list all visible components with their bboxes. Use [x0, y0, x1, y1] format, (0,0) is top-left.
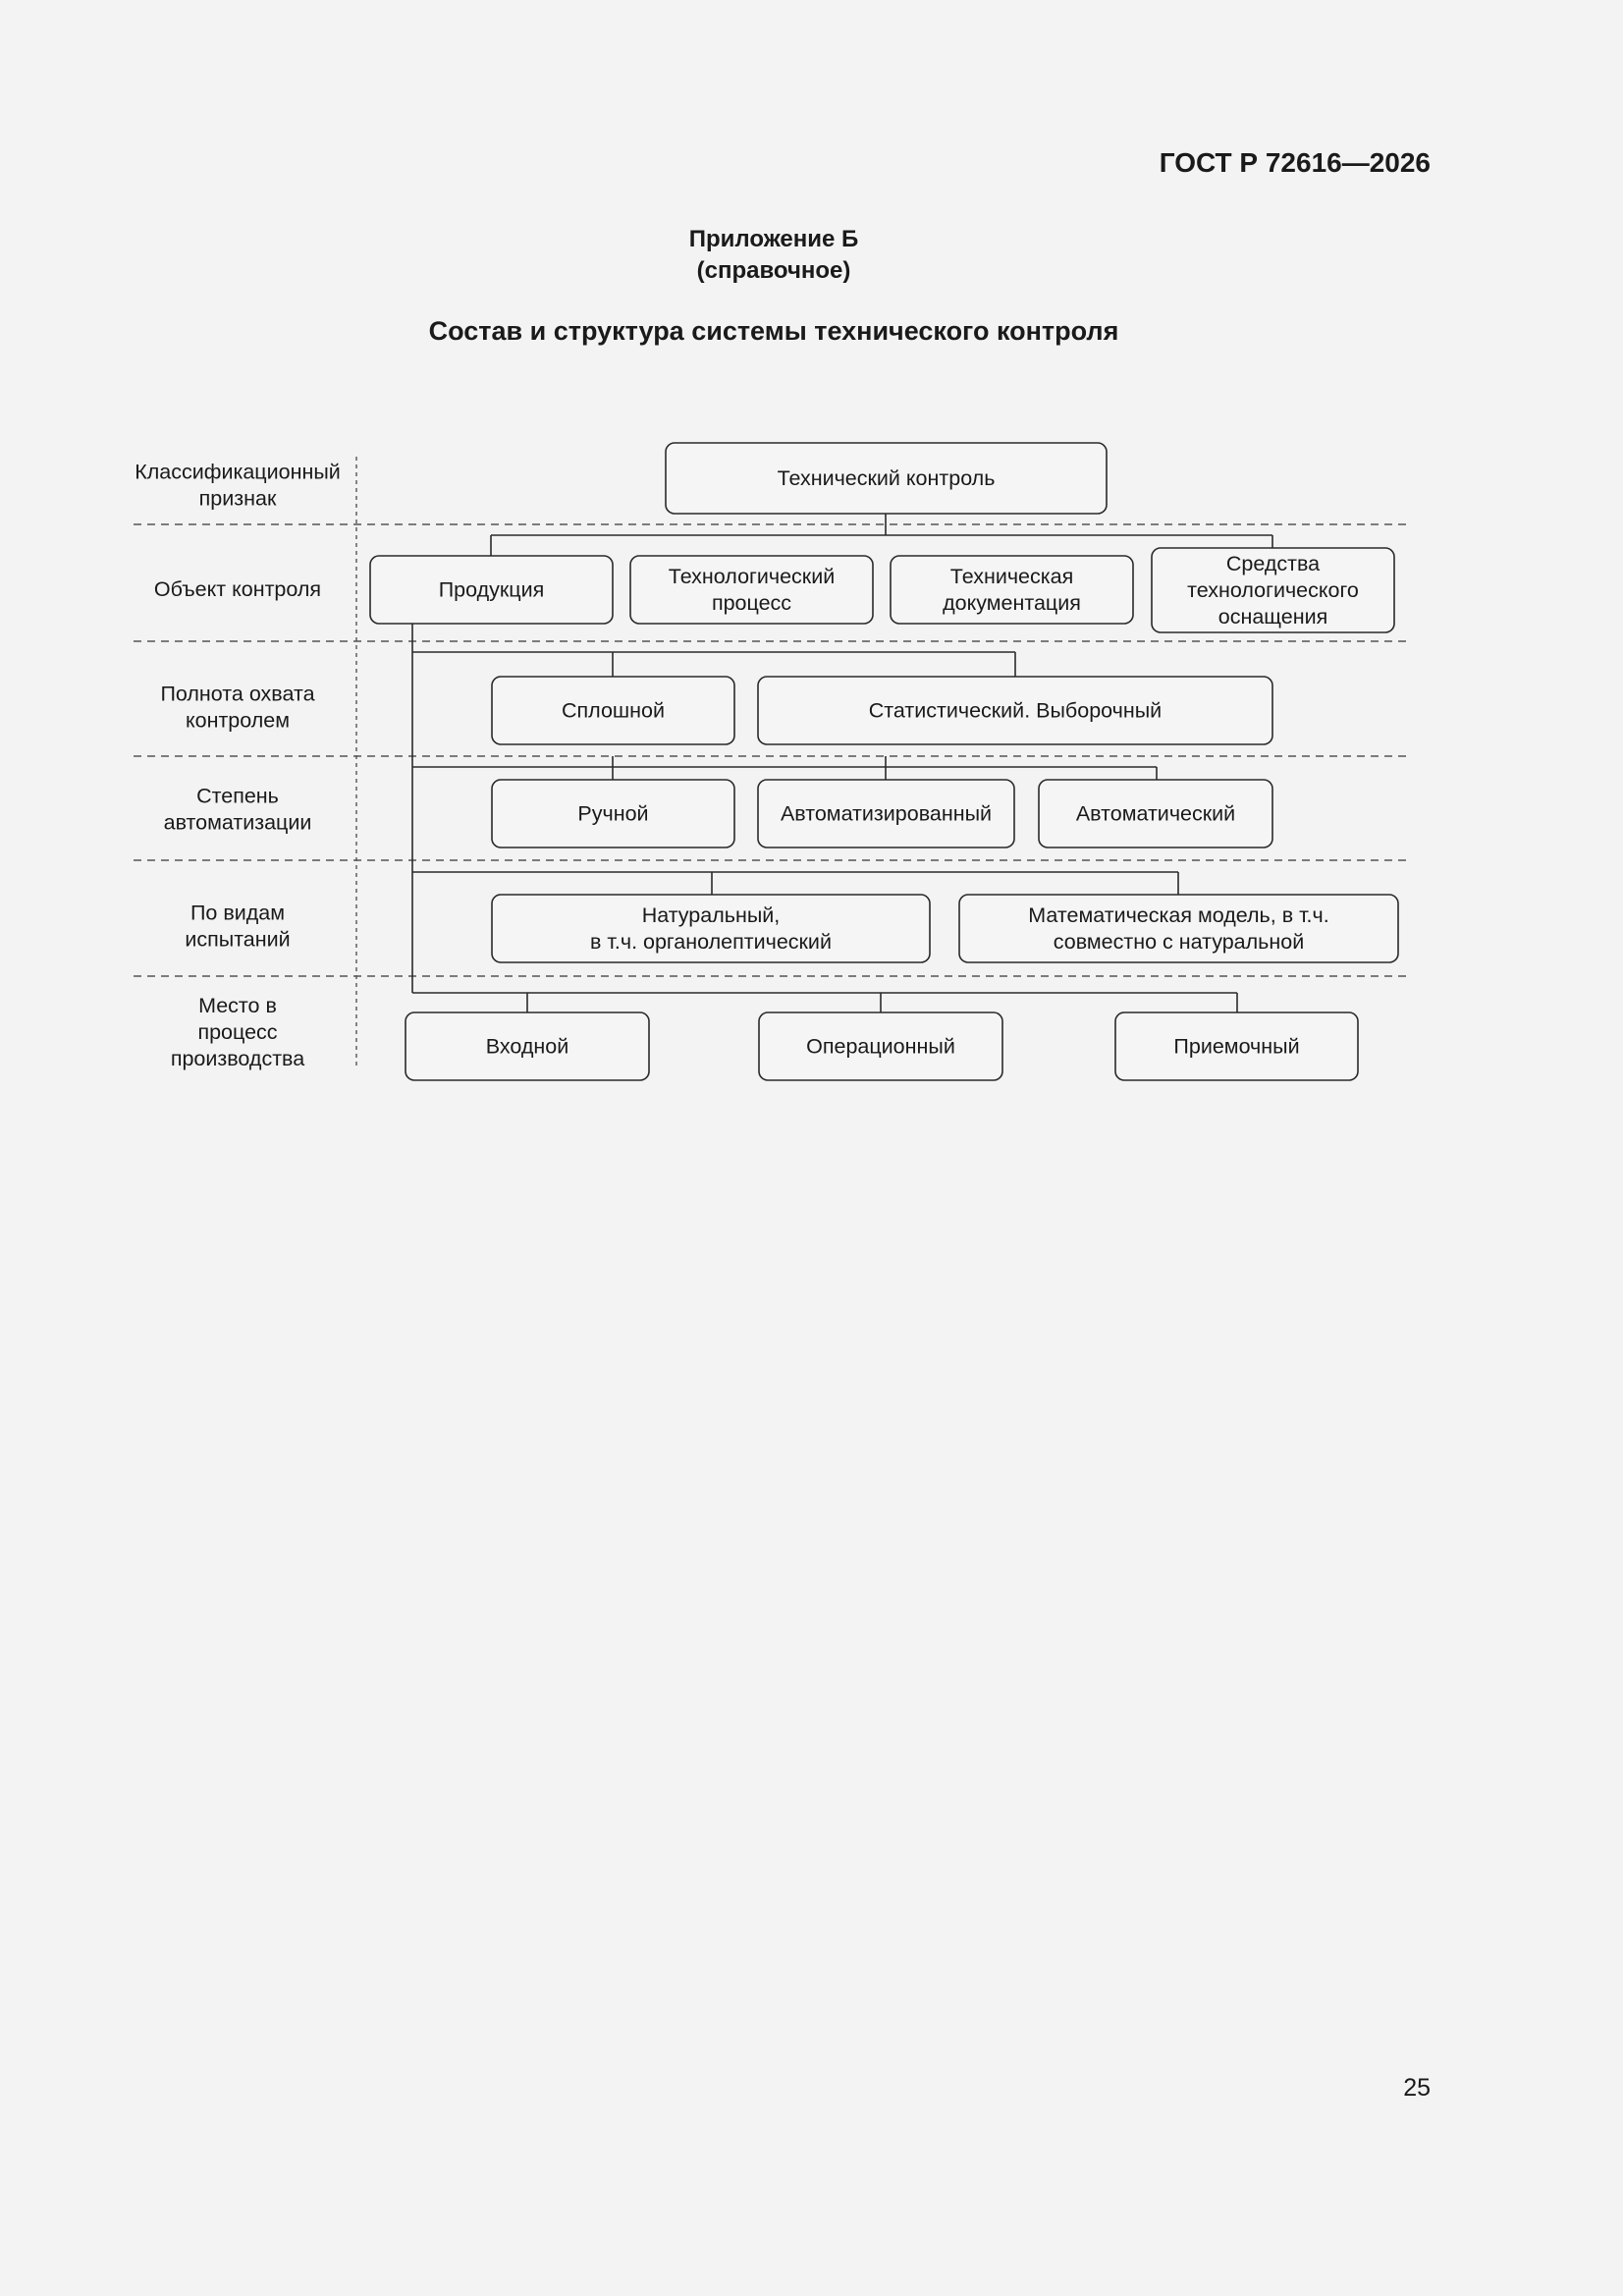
diagram-node-box [1151, 547, 1395, 633]
diagram-node-text: в т.ч. органолептический [590, 930, 832, 954]
row-separators [134, 457, 1412, 1066]
diagram-node-box [757, 676, 1273, 745]
diagram-node-box [665, 442, 1108, 515]
appendix-label: Приложение Б [688, 226, 859, 252]
diagram-node-text: Статистический. Выборочный [869, 699, 1162, 723]
diagram-node-box [890, 555, 1134, 625]
diagram-node-text: Автоматический [1076, 802, 1235, 826]
diagram-node-text: процесс [712, 591, 791, 615]
diagram-node-text: Математическая модель, в т.ч. [1028, 903, 1328, 927]
row-label: признак [199, 487, 277, 511]
page-title: Состав и структура системы технического … [428, 316, 1119, 346]
row-label: испытаний [185, 928, 290, 952]
diagram-node-text: Сплошной [562, 699, 665, 723]
row-label: Место в [198, 994, 277, 1017]
diagram-node-box [1114, 1011, 1359, 1081]
row-label: Степень [196, 785, 279, 808]
diagram-node-box [369, 555, 614, 625]
row-label: Объект контроля [154, 577, 321, 601]
row-label: По видам [190, 902, 285, 925]
connectors [411, 514, 1273, 1012]
diagram-node-text: Техническая [950, 565, 1073, 588]
diagram-node-text: Автоматизированный [781, 802, 992, 826]
connector [412, 756, 1158, 780]
appendix-type: (справочное) [696, 257, 851, 284]
row-label: Классификационный [135, 461, 341, 484]
diagram-node-text: документация [943, 591, 1081, 615]
diagram-node-text: технологического [1187, 578, 1359, 602]
diagram-node-box [1038, 779, 1273, 848]
diagram-node-box [758, 1011, 1003, 1081]
row-label: процесс [197, 1020, 277, 1044]
connector [412, 651, 1016, 677]
diagram-node-box [405, 1011, 650, 1081]
appendix-heading: Приложение Б (справочное) [0, 224, 1547, 287]
page-number: 25 [1403, 2074, 1431, 2102]
row-label: контролем [186, 709, 290, 733]
document-code: ГОСТ Р 72616—2026 [1159, 147, 1431, 178]
diagram-node-box [491, 894, 931, 963]
diagram-node-box [491, 779, 735, 848]
diagram-node-text: Технологический [669, 565, 835, 588]
row-label: автоматизации [164, 811, 312, 835]
diagram-node-text: Продукция [439, 578, 545, 602]
diagram-node-box [958, 894, 1399, 963]
row-label: Полнота охвата [160, 683, 314, 706]
connector [412, 992, 1238, 1012]
diagram-node-text: Входной [486, 1035, 568, 1059]
connector [412, 871, 1179, 895]
diagram-node-text: Средства [1226, 552, 1320, 575]
diagram-node-box [491, 676, 735, 745]
row-label: производства [171, 1047, 304, 1070]
diagram-node-text: Натуральный, [642, 903, 781, 927]
diagram-node-text: Операционный [806, 1035, 955, 1059]
diagram-node-text: Приемочный [1173, 1035, 1299, 1059]
diagram-node-text: Технический контроль [778, 466, 996, 490]
diagram-node-box [629, 555, 874, 625]
diagram-node-box [757, 779, 1015, 848]
diagram-node-text: Ручной [577, 802, 648, 826]
connector [490, 514, 1273, 556]
diagram-node-text: оснащения [1218, 605, 1327, 629]
diagram-node-text: совместно с натуральной [1054, 930, 1304, 954]
